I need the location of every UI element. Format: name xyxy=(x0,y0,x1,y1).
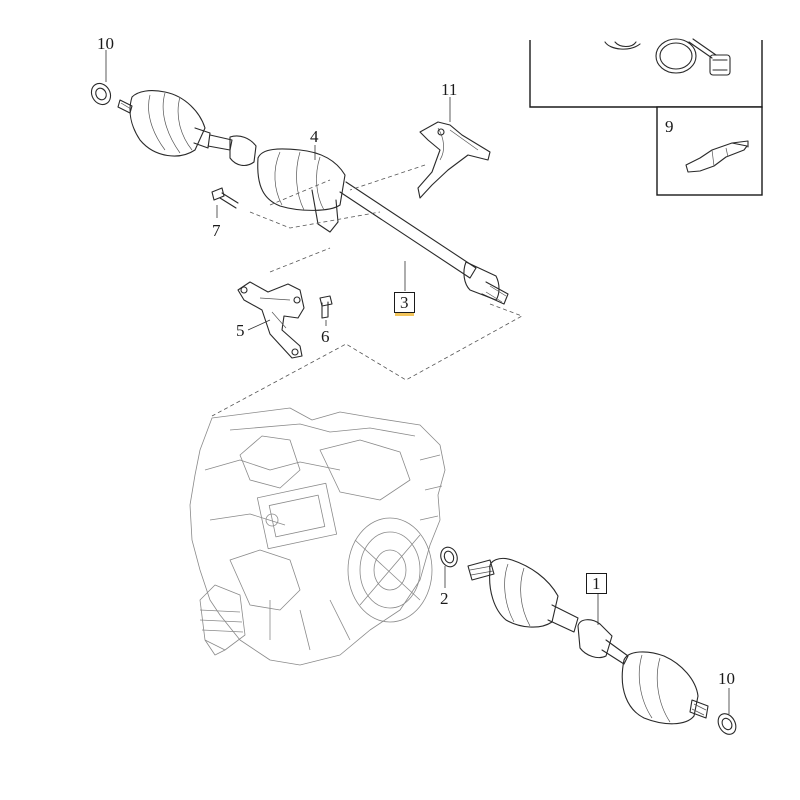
inset-frame-upper xyxy=(529,38,763,108)
bolt-6 xyxy=(319,295,333,319)
oil-seal xyxy=(440,546,458,568)
outer-cv-joint-upper xyxy=(117,90,233,157)
leader-lines xyxy=(105,50,730,714)
inset-frame-lower xyxy=(656,106,763,196)
inner-cv-joint-upper xyxy=(229,135,346,233)
ring-washer-top xyxy=(90,82,112,106)
support-bracket xyxy=(237,281,305,359)
ring-washer-bottom xyxy=(717,713,737,735)
callout-10-bottom: 10 xyxy=(718,669,735,688)
strip-part-icon xyxy=(685,140,749,173)
bolt-7 xyxy=(211,187,239,209)
callout-11: 11 xyxy=(441,80,458,99)
drive-shaft-assembly-lower xyxy=(467,557,709,725)
callout-4: 4 xyxy=(310,127,319,146)
callout-5: 5 xyxy=(236,321,245,340)
callout-1: 1 xyxy=(586,573,607,594)
callout-7: 7 xyxy=(212,221,221,240)
callout-6: 6 xyxy=(321,327,330,346)
callout-10-top: 10 xyxy=(97,34,114,53)
heat-shield-bracket xyxy=(417,121,491,199)
callout-9: 9 xyxy=(665,117,674,136)
callout-3: 3 xyxy=(394,292,415,313)
drive-shaft xyxy=(339,181,509,305)
transmission-housing xyxy=(189,407,446,666)
callout-2: 2 xyxy=(440,589,449,608)
assembly-guide-lines xyxy=(211,164,523,417)
